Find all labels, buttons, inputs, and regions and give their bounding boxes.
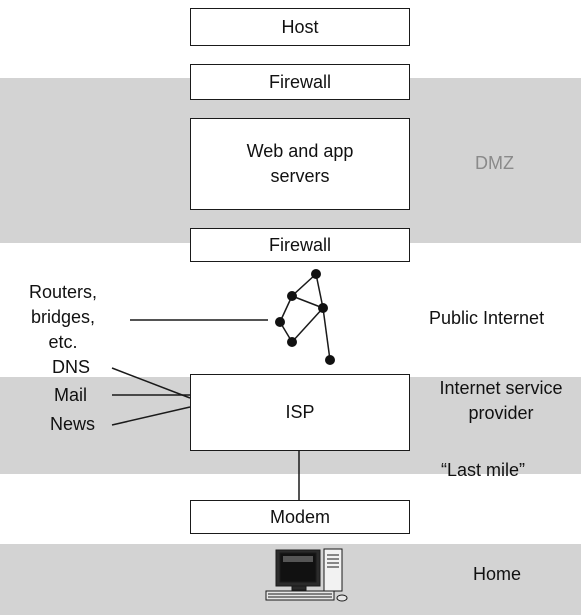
web-app-servers-box: Web and app servers [190,118,410,210]
router-network-icon [279,273,331,361]
isp-box: ISP [190,374,410,451]
routers-label: Routers, bridges, etc. [28,282,98,352]
host-box: Host [190,8,410,46]
router-nodes [275,269,335,365]
last-mile-zone-label: “Last mile” [441,460,526,480]
firewall-top-label: Firewall [268,71,331,92]
news-feed-line [111,406,191,426]
host-label: Host [281,16,319,37]
modem-box: Modem [190,500,410,534]
dns-feed-line [111,367,191,399]
firewall-bottom-label: Firewall [268,234,331,255]
news-label: News [50,414,96,434]
firewall-bottom-box: Firewall [190,228,410,262]
desktop-computer-icon [265,548,348,602]
firewall-top-box: Firewall [190,64,410,100]
dns-label: DNS [52,357,91,377]
isp-label: ISP [285,402,315,422]
home-zone-label: Home [473,564,522,584]
dmz-zone-label: DMZ [475,153,514,173]
web-app-servers-label: Web and app servers [246,141,354,186]
mail-label: Mail [54,385,88,405]
modem-label: Modem [269,506,331,527]
isp-zone-label: Internet service provider [439,378,563,423]
public-internet-zone-label: Public Internet [429,308,545,328]
